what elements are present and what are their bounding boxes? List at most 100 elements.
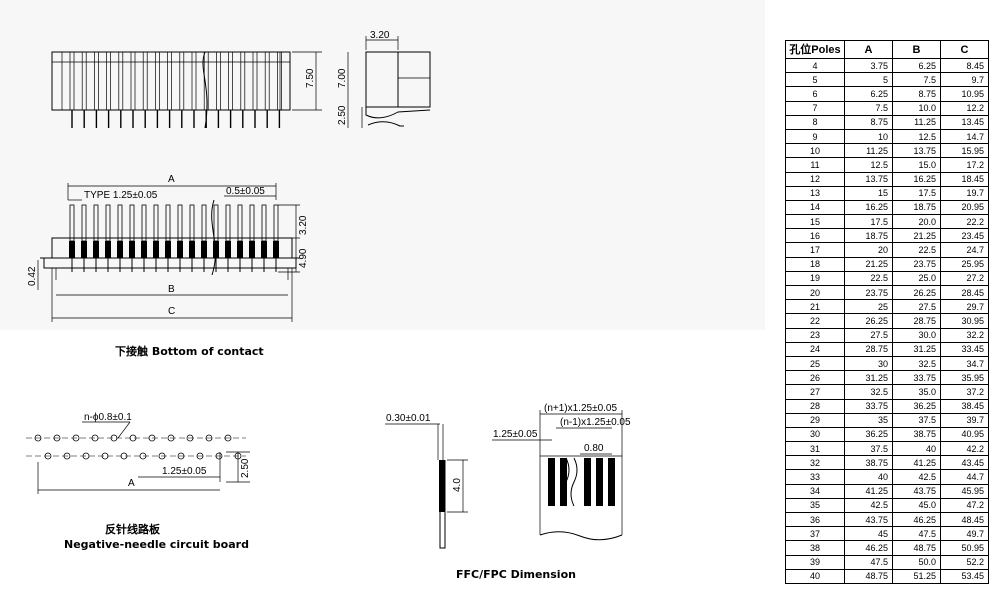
ffc-view: 0.30±0.01 4.0 (n+1)x1.25±0.05 (n-1)x1.25… bbox=[385, 403, 631, 581]
table-cell-b: 25.0 bbox=[892, 270, 941, 287]
table-cell-c: 39.7 bbox=[940, 412, 989, 428]
table-cell-poles: 9 bbox=[785, 128, 845, 145]
table-cell-b: 13.75 bbox=[892, 143, 941, 159]
table-cell-b: 20.0 bbox=[892, 214, 941, 230]
table-cell-b: 28.75 bbox=[892, 313, 941, 329]
table-cell-poles: 7 bbox=[785, 100, 845, 116]
bottom-pin-contact bbox=[129, 241, 135, 258]
table-cell-a: 22.5 bbox=[844, 270, 893, 287]
table-cell-b: 11.25 bbox=[892, 114, 941, 130]
table-cell-c: 48.45 bbox=[940, 511, 989, 528]
table-cell-poles: 32 bbox=[785, 455, 845, 471]
bottom-pin-contact bbox=[177, 241, 183, 258]
ffc-conductors bbox=[548, 457, 615, 507]
table-cell-poles: 11 bbox=[785, 157, 845, 173]
table-cell-poles: 34 bbox=[785, 483, 845, 499]
table-cell-a: 12.5 bbox=[844, 157, 893, 173]
table-cell-a: 17.5 bbox=[844, 214, 893, 230]
table-cell-a: 15 bbox=[844, 185, 893, 201]
table-cell-poles: 36 bbox=[785, 511, 845, 528]
table-cell-poles: 30 bbox=[785, 426, 845, 443]
table-cell-poles: 29 bbox=[785, 412, 845, 428]
table-cell-poles: 8 bbox=[785, 114, 845, 130]
table-cell-poles: 33 bbox=[785, 469, 845, 485]
bottom-view-dim-a: A bbox=[168, 174, 175, 185]
table-cell-c: 24.7 bbox=[940, 242, 989, 258]
table-cell-a: 13.75 bbox=[844, 171, 893, 187]
ffc-conductor-stripe bbox=[560, 458, 567, 506]
bottom-pin-contact bbox=[249, 241, 255, 258]
ffc-stiffener bbox=[439, 460, 445, 512]
header-b: B bbox=[892, 40, 941, 59]
table-cell-b: 38.75 bbox=[892, 426, 941, 443]
table-cell-a: 37.5 bbox=[844, 441, 893, 457]
table-cell-b: 32.5 bbox=[892, 355, 941, 372]
top-view-pins bbox=[69, 51, 282, 128]
header-poles: 孔位Poles bbox=[785, 40, 845, 59]
header-c: C bbox=[940, 40, 989, 59]
table-cell-a: 7.5 bbox=[844, 100, 893, 116]
table-cell-c: 42.2 bbox=[940, 441, 989, 457]
table-cell-poles: 37 bbox=[785, 526, 845, 542]
table-cell-c: 28.45 bbox=[940, 284, 989, 301]
table-cell-poles: 5 bbox=[785, 72, 845, 88]
table-cell-a: 35 bbox=[844, 412, 893, 428]
table-cell-a: 3.75 bbox=[844, 57, 893, 74]
table-cell-a: 25 bbox=[844, 299, 893, 315]
table-cell-c: 35.95 bbox=[940, 370, 989, 386]
table-cell-b: 21.25 bbox=[892, 228, 941, 244]
table-cell-c: 19.7 bbox=[940, 185, 989, 201]
bottom-pin-contact bbox=[273, 241, 279, 258]
table-cell-poles: 4 bbox=[785, 57, 845, 74]
bottom-view: A TYPE 1.25±0.05 0.5±0.05 3.20 4.90 0.42… bbox=[27, 174, 309, 358]
ffc-conductor-label: 0.80 bbox=[584, 443, 604, 454]
table-cell-b: 10.0 bbox=[892, 100, 941, 116]
table-cell-a: 43.75 bbox=[844, 511, 893, 528]
bottom-view-dim-c: C bbox=[168, 306, 175, 317]
ffc-thickness-label: 0.30±0.01 bbox=[386, 413, 431, 424]
table-cell-b: 26.25 bbox=[892, 284, 941, 301]
table-cell-a: 16.25 bbox=[844, 199, 893, 216]
circuit-board-dim-a: A bbox=[128, 478, 135, 489]
side-view-dim-lower: 2.50 bbox=[337, 105, 348, 125]
table-cell-a: 10 bbox=[844, 128, 893, 145]
table-cell-a: 21.25 bbox=[844, 256, 893, 272]
circuit-board-row-gap-label: 2.50 bbox=[240, 458, 251, 478]
hole-label: n-ϕ0.8±0.1 bbox=[84, 412, 132, 423]
table-cell-b: 33.75 bbox=[892, 370, 941, 386]
table-cell-poles: 27 bbox=[785, 384, 845, 400]
table-cell-b: 48.75 bbox=[892, 540, 941, 556]
table-cell-c: 29.7 bbox=[940, 299, 989, 315]
ffc-conductor-stripe bbox=[608, 458, 615, 506]
bottom-pin-contact bbox=[189, 241, 195, 258]
table-cell-a: 23.75 bbox=[844, 284, 893, 301]
table-cell-c: 40.95 bbox=[940, 426, 989, 443]
top-view: 7.50 bbox=[51, 51, 322, 129]
table-cell-c: 44.7 bbox=[940, 469, 989, 485]
table-cell-b: 27.5 bbox=[892, 299, 941, 315]
table-cell-a: 8.75 bbox=[844, 114, 893, 130]
bottom-view-type-label: TYPE 1.25±0.05 bbox=[84, 190, 158, 201]
table-cell-poles: 12 bbox=[785, 171, 845, 187]
table-cell-c: 33.45 bbox=[940, 341, 989, 357]
bottom-pin-contact bbox=[93, 241, 99, 258]
table-cell-poles: 22 bbox=[785, 313, 845, 329]
